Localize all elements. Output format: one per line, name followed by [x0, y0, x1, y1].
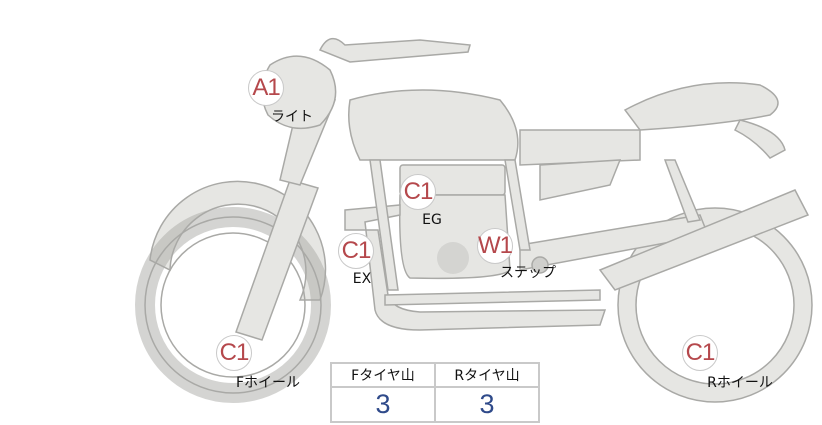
label-step: ステップ [500, 265, 556, 281]
marker-exhaust[interactable]: C1 [338, 233, 374, 269]
marker-rear-wheel[interactable]: C1 [682, 335, 718, 371]
marker-engine[interactable]: C1 [400, 174, 436, 210]
label-exhaust: EX [352, 271, 372, 287]
label-rear-wheel: Rホイール [707, 375, 773, 391]
label-engine: EG [422, 212, 442, 228]
value-rear-tread: 3 [434, 386, 540, 423]
value-front-tread: 3 [330, 386, 436, 423]
marker-front-wheel[interactable]: C1 [216, 335, 252, 371]
header-front-tread: Fタイヤ山 [330, 362, 436, 388]
marker-light[interactable]: A1 [248, 70, 284, 106]
label-front-wheel: Fホイール [235, 375, 301, 391]
marker-step[interactable]: W1 [477, 228, 513, 264]
label-light: ライト [271, 109, 313, 125]
header-rear-tread: Rタイヤ山 [434, 362, 540, 388]
tire-tread-table: Fタイヤ山 Rタイヤ山 3 3 [330, 362, 540, 423]
